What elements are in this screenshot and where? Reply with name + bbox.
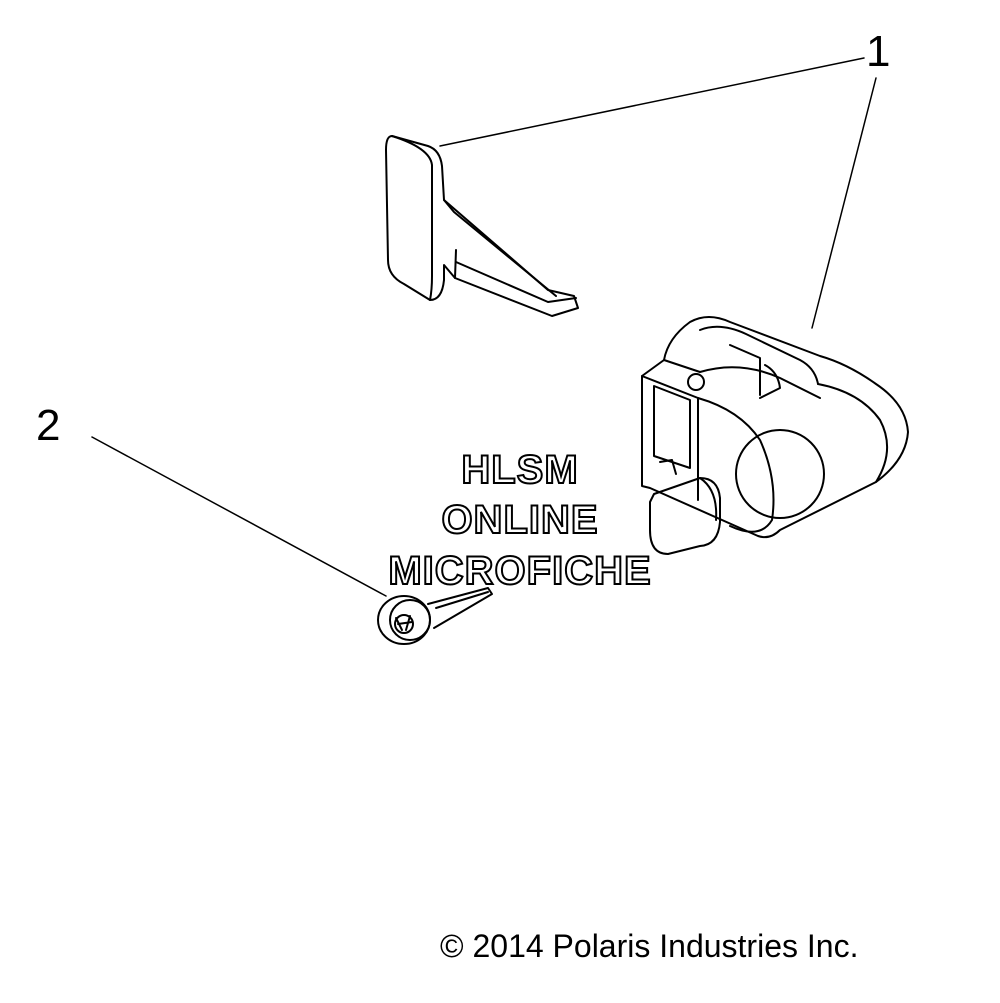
leader-line-2-screw — [91, 436, 387, 597]
leader-lines — [91, 57, 877, 597]
watermark-line-2: ONLINE — [440, 498, 599, 542]
leader-line-1-key — [439, 57, 865, 147]
watermark-line-3: MICROFICHE — [387, 549, 652, 593]
copyright-notice: © 2014 Polaris Industries Inc. — [440, 928, 859, 964]
switch-illustration — [641, 316, 909, 555]
key-illustration — [385, 135, 579, 317]
leader-line-1-switch — [811, 77, 877, 329]
watermark-line-1: HLSM — [460, 448, 579, 492]
callout-number-1: 1 — [866, 27, 891, 76]
callout-number-2: 2 — [36, 401, 61, 450]
screw-illustration — [377, 587, 493, 645]
